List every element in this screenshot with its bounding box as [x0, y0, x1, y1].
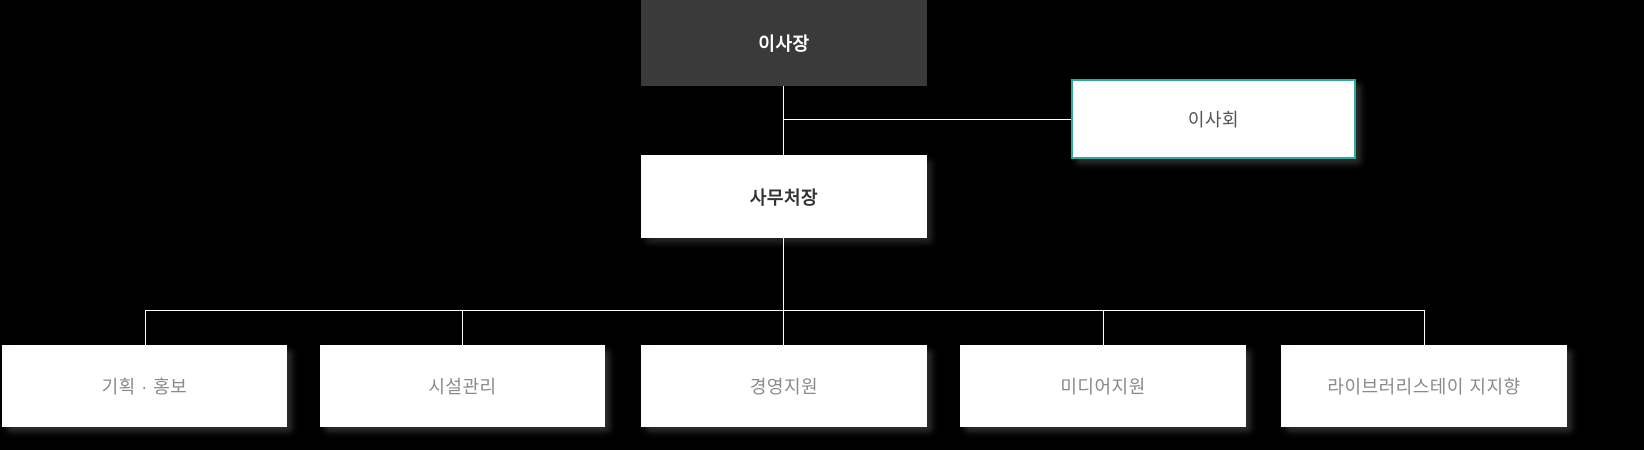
node-board-of-directors: 이사회: [1071, 79, 1356, 159]
node-secretary-general: 사무처장: [641, 155, 927, 238]
node-dept-management-support-label: 경영지원: [749, 377, 819, 397]
connector-drop-facility: [462, 310, 463, 345]
connector-chairman-to-secretary: [783, 86, 784, 155]
node-secretary-label: 사무처장: [749, 187, 819, 208]
connector-branch-to-board: [783, 119, 1071, 120]
connector-drop-management: [783, 310, 784, 345]
node-dept-librarystay-jijihyang-label: 라이브러리스테이 지지향: [1327, 377, 1521, 397]
node-dept-planning-pr: 기획 · 홍보: [2, 345, 287, 427]
node-dept-media-support-label: 미디어지원: [1060, 377, 1146, 397]
node-dept-librarystay-jijihyang: 라이브러리스테이 지지향: [1281, 345, 1567, 427]
node-chairman: 이사장: [641, 0, 927, 86]
node-dept-management-support: 경영지원: [641, 345, 927, 427]
connector-drop-media: [1103, 310, 1104, 345]
node-board-label: 이사회: [1187, 110, 1240, 130]
node-dept-planning-pr-label: 기획 · 홍보: [101, 377, 188, 397]
node-chairman-label: 이사장: [758, 34, 810, 54]
connector-horizontal-bus: [145, 310, 1424, 311]
connector-secretary-to-bus: [783, 238, 784, 310]
connector-drop-librarystay: [1424, 310, 1425, 345]
node-dept-facility-management-label: 시설관리: [428, 377, 497, 397]
connector-drop-planning-pr: [145, 310, 146, 345]
node-dept-facility-management: 시설관리: [320, 345, 605, 427]
node-dept-media-support: 미디어지원: [960, 345, 1246, 427]
